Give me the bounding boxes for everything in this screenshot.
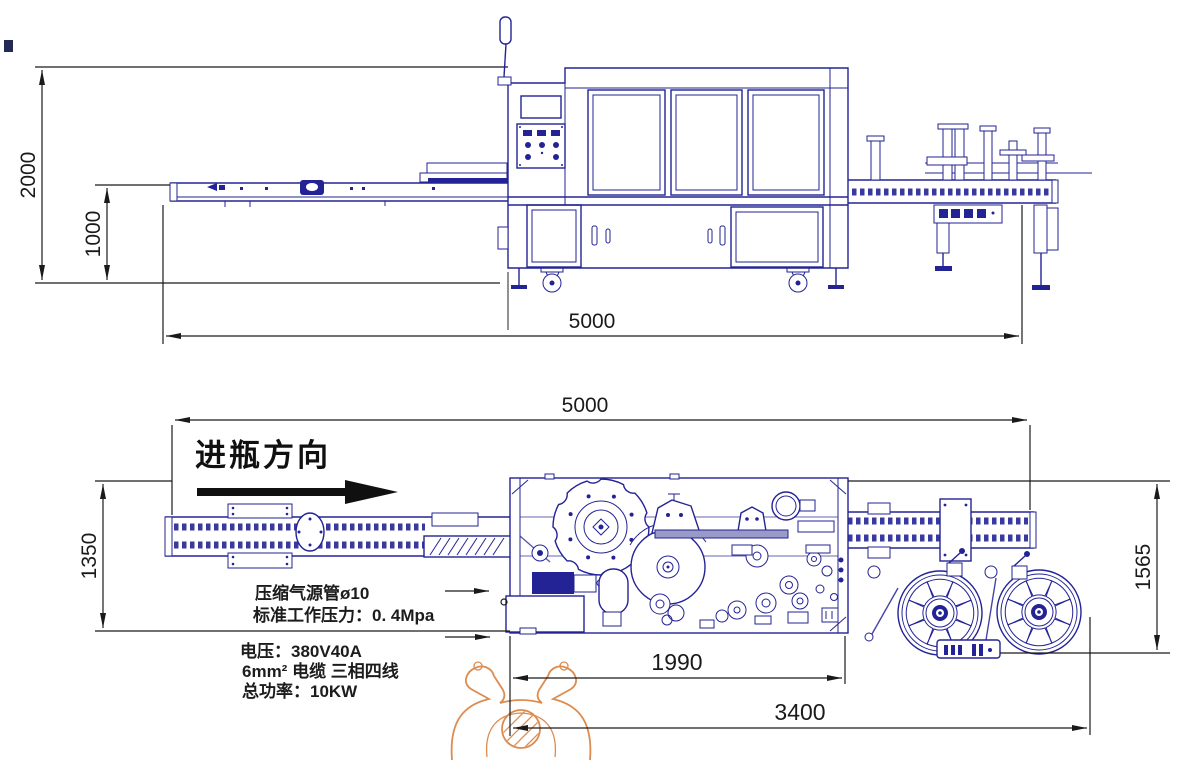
lower-window-left bbox=[526, 204, 582, 268]
hmi-screen bbox=[520, 95, 562, 119]
dim-text-total-height: 2000 bbox=[17, 152, 40, 199]
star-wheel bbox=[552, 478, 650, 576]
operator-hand-left bbox=[473, 661, 483, 671]
leveling-foot-right bbox=[828, 268, 844, 289]
dim-text-conveyor-height: 1000 bbox=[82, 211, 105, 258]
side-dim-conveyor-height: 1000 bbox=[82, 184, 170, 280]
machine-body-plan bbox=[505, 473, 849, 635]
upper-window-3 bbox=[747, 89, 825, 196]
dim-text-machine-length: 1990 bbox=[651, 649, 702, 675]
plan-dim-outfeed-width: 1565 bbox=[848, 480, 1170, 654]
beacon-lamp bbox=[499, 16, 512, 45]
door-handle bbox=[591, 225, 598, 246]
side-elevation-view: 2000 1000 5000 bbox=[17, 16, 1092, 344]
note-cable: 6mm² 电缆 三相四线 bbox=[242, 661, 399, 681]
outfeed-conveyor-plan bbox=[845, 498, 1037, 562]
operator-hand-right bbox=[559, 661, 569, 671]
infeed-conveyor-plan bbox=[164, 503, 513, 569]
label-reels bbox=[864, 548, 1081, 659]
note-power: 总功率：10KW bbox=[242, 681, 358, 701]
conveyor-bracket bbox=[431, 512, 479, 527]
reel-bracket-1 bbox=[946, 548, 965, 577]
belt-arrow-glyph bbox=[207, 183, 217, 191]
dim-text-length-with-reels: 3400 bbox=[774, 699, 825, 725]
dim-text-side-length: 5000 bbox=[569, 310, 616, 333]
door-handle bbox=[719, 225, 726, 246]
plan-dim-total-length: 5000 bbox=[171, 394, 1031, 515]
operator-figure bbox=[450, 661, 592, 761]
infeed-conveyor-side bbox=[169, 162, 508, 207]
signal-tower bbox=[497, 16, 512, 86]
guide-posts bbox=[866, 123, 1055, 181]
small-components bbox=[649, 544, 844, 629]
plan-dim-machine-length: 1990 bbox=[509, 636, 846, 736]
feed-direction: 进瓶方向 bbox=[195, 438, 398, 504]
technical-notes: 压缩气源管ø10 标准工作压力：0. 4Mpa 电压：380V40A 6mm² … bbox=[95, 583, 510, 701]
label-reel-2 bbox=[997, 570, 1081, 654]
door-handle bbox=[707, 228, 713, 244]
note-voltage: 电压：380V40A bbox=[240, 641, 362, 661]
dim-text-plan-length: 5000 bbox=[562, 394, 609, 417]
control-panel bbox=[516, 123, 566, 169]
leader-dot bbox=[500, 598, 508, 606]
feed-direction-arrow bbox=[197, 480, 398, 504]
outfeed-leg-right bbox=[1032, 204, 1059, 290]
note-air-pipe: 压缩气源管ø10 bbox=[255, 583, 369, 603]
tension-arm-left bbox=[871, 587, 899, 635]
tension-arm-right bbox=[985, 577, 997, 641]
side-tab bbox=[497, 226, 509, 250]
conveyor-mount-plates bbox=[227, 503, 293, 569]
machine-body-side bbox=[497, 67, 849, 293]
feed-direction-label: 进瓶方向 bbox=[195, 438, 331, 473]
side-dim-total-length: 5000 bbox=[162, 205, 1023, 344]
corner-mark bbox=[4, 40, 13, 52]
upper-window-2 bbox=[670, 89, 743, 196]
note-pressure: 标准工作压力：0. 4Mpa bbox=[253, 605, 435, 625]
outfeed-control-box bbox=[933, 204, 1003, 224]
dim-text-outfeed-width: 1565 bbox=[1132, 544, 1155, 591]
outfeed-leg-left bbox=[935, 222, 952, 271]
vacuum-pump bbox=[598, 568, 629, 615]
plan-view: 5000 进瓶方向 1350 1565 1990 3400 bbox=[78, 394, 1170, 761]
upper-window-1 bbox=[587, 89, 666, 196]
leveling-foot-left bbox=[511, 268, 527, 289]
caster-right bbox=[786, 267, 810, 293]
electrical-box bbox=[505, 595, 585, 633]
guide-rail-bar bbox=[654, 529, 789, 539]
side-dim-total-height: 2000 bbox=[17, 70, 45, 280]
conveyor-roller bbox=[295, 512, 325, 552]
door-handle bbox=[605, 228, 611, 244]
reel-bracket-2 bbox=[1011, 551, 1030, 580]
reel-base-box bbox=[936, 639, 1001, 659]
outfeed-cross-plate bbox=[939, 498, 972, 562]
outfeed-side bbox=[848, 123, 1092, 290]
plan-dim-infeed-width: 1350 bbox=[78, 480, 172, 628]
plan-dim-length-with-reels: 3400 bbox=[513, 617, 1091, 735]
transition-stack bbox=[426, 162, 508, 174]
drive-motor-plan bbox=[532, 572, 604, 594]
screw-feeder bbox=[423, 535, 513, 558]
caster-left bbox=[540, 267, 564, 293]
lower-window-right bbox=[730, 206, 824, 268]
dim-text-infeed-width: 1350 bbox=[78, 533, 101, 580]
rotary-cylinder bbox=[771, 491, 816, 521]
